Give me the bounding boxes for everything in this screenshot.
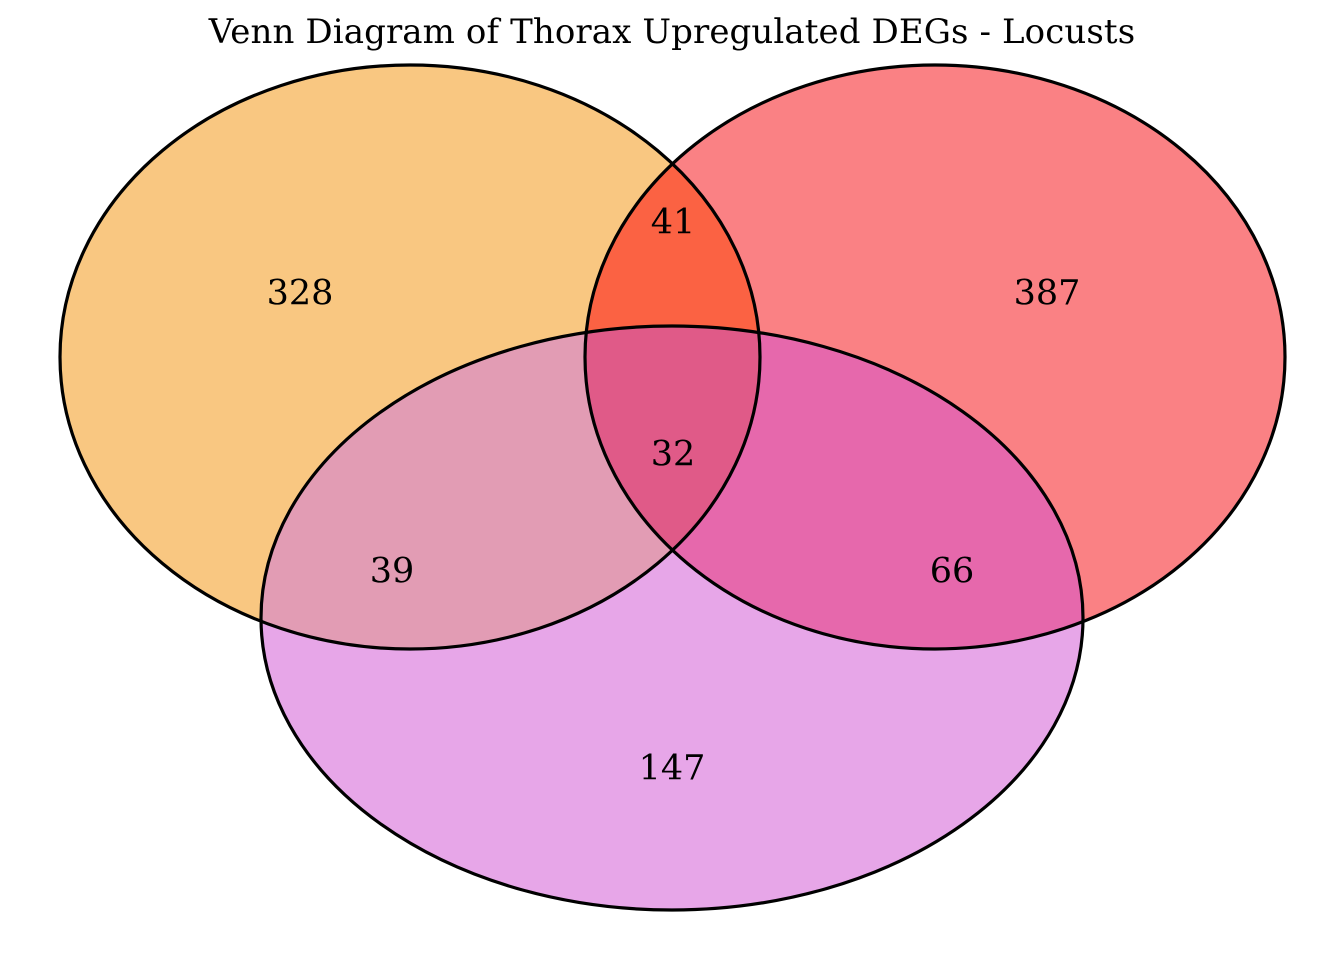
region-label-bc: 66: [930, 552, 975, 592]
set-b-outline[interactable]: [583, 63, 1287, 651]
region-label-ac: 39: [370, 552, 415, 592]
set-a-outline[interactable]: [58, 63, 762, 651]
region-label-c-only: 147: [639, 749, 706, 789]
region-label-a-only: 328: [267, 274, 334, 314]
set-c-outline[interactable]: [259, 324, 1085, 912]
region-label-b-only: 387: [1014, 274, 1081, 314]
region-label-abc: 32: [651, 435, 696, 475]
region-label-ab: 41: [651, 203, 696, 243]
page-title: Venn Diagram of Thorax Upregulated DEGs …: [208, 12, 1136, 52]
venn-region-labels: 328 41 387 39 32 66 147: [267, 203, 1081, 789]
venn-outlines: [58, 63, 1287, 912]
